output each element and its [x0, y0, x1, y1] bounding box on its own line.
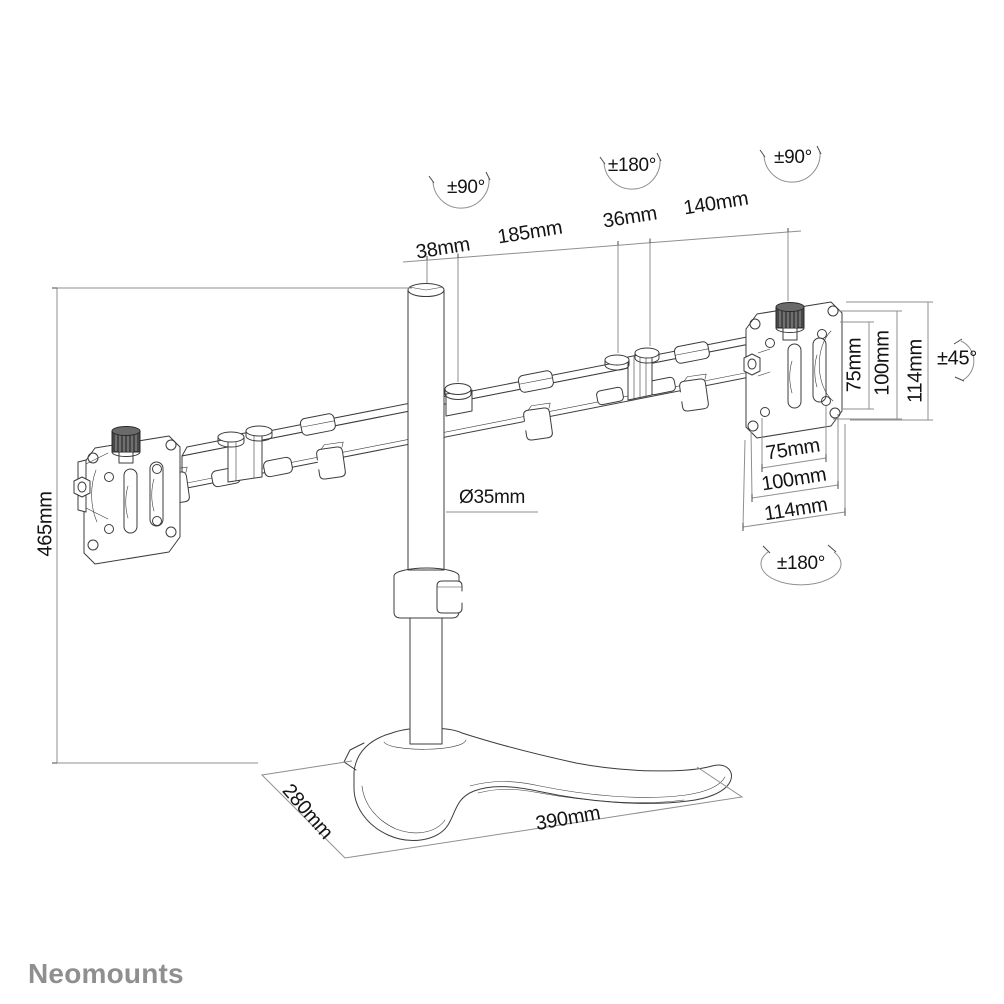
- label-swivel-center: ±180°: [607, 155, 657, 176]
- label-tilt: ±45°: [936, 347, 978, 370]
- cable-hook: [679, 373, 709, 412]
- cable-hook: [316, 441, 346, 480]
- label-vesa-v-114mm: 114mm: [904, 339, 927, 403]
- label-plate-rotation: ±180°: [776, 553, 826, 574]
- cable-hook: [523, 402, 553, 441]
- center-pole: [393, 283, 463, 745]
- rotation-arcs: [428, 145, 975, 586]
- left-tilt-hinge: [73, 452, 109, 520]
- vesa-vertical-dimensions: [833, 301, 933, 421]
- label-swivel-left: ±90°: [447, 177, 485, 198]
- base-footprint-outline: [260, 760, 744, 859]
- neomounts-logo: Neomounts: [28, 958, 184, 989]
- right-thumbscrew-knob: [775, 302, 805, 341]
- top-dimension-line: [402, 228, 802, 382]
- pole-elbow-joint: [444, 383, 473, 417]
- label-swivel-right: ±90°: [774, 147, 812, 168]
- center-arm-joint: [596, 347, 676, 406]
- right-tilt-hinge: [743, 348, 771, 377]
- left-arm-clamp: [211, 425, 293, 488]
- vesa-horizontal-dimensions: [742, 406, 846, 531]
- cable-strap: [673, 341, 710, 364]
- cable-strap: [517, 370, 554, 393]
- label-dim-465mm: 465mm: [34, 491, 57, 557]
- label-vesa-v-100mm: 100mm: [871, 330, 894, 396]
- left-thumbscrew-knob: [111, 426, 141, 464]
- right-vesa-plate: [743, 301, 843, 439]
- cable-strap: [299, 413, 336, 436]
- label-vesa-v-75mm: 75mm: [843, 337, 866, 393]
- height-dimension: [52, 287, 412, 764]
- left-vesa-plate: [73, 426, 181, 565]
- label-pole-diameter: Ø35mm: [458, 487, 526, 508]
